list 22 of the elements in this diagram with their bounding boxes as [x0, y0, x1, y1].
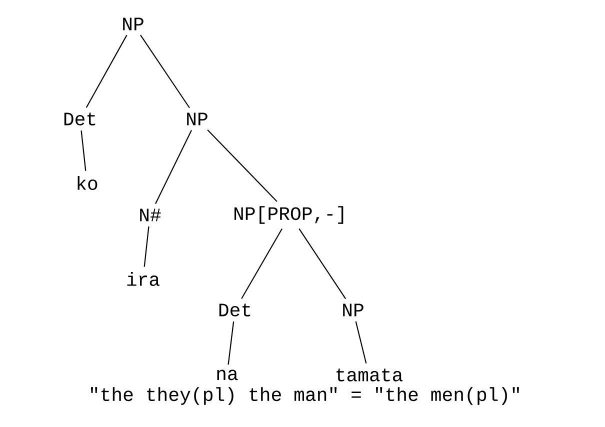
category-label: N# — [140, 208, 161, 222]
category-label: na — [217, 370, 238, 380]
category-label: NP — [187, 112, 208, 126]
tree-branch — [155, 130, 192, 204]
category-label: NP — [123, 18, 144, 30]
tree-branch — [228, 322, 234, 365]
tree-branch — [144, 226, 150, 267]
category-label: tamata — [336, 368, 403, 382]
category-label: ira — [127, 272, 160, 286]
tree-branch — [140, 34, 190, 108]
tree-branch — [241, 228, 282, 299]
tree-branch — [355, 321, 367, 364]
caption: "the they(pl) the man" = "the men(pl)" — [90, 387, 519, 405]
tree-branch — [298, 228, 346, 300]
category-label: Det — [219, 304, 250, 316]
tree-branch — [86, 34, 128, 108]
category-label: NP[PROP,-] — [234, 206, 344, 224]
category-label: ko — [78, 176, 98, 190]
tree-branch — [80, 130, 86, 171]
category-label: NP — [343, 304, 364, 316]
tree-branch — [207, 130, 278, 202]
category-label: Det — [64, 112, 96, 126]
